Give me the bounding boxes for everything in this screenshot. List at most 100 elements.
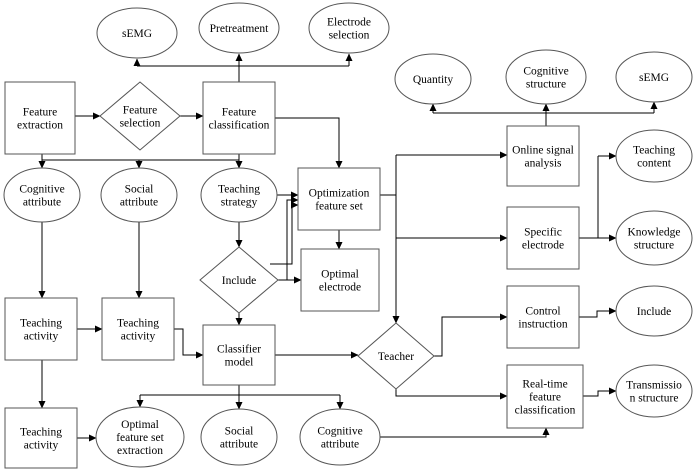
edges-layer	[38, 53, 658, 442]
node-label-line: model	[225, 357, 254, 369]
node-label-line: Teaching	[633, 145, 675, 157]
node-label-line: Cognitive	[523, 66, 568, 78]
node-label-line: Online signal	[512, 145, 574, 157]
node-label-line: electrode	[319, 282, 361, 294]
node-label-line: Real-time	[522, 379, 567, 391]
node-label-line: selection	[120, 118, 161, 130]
edge-ta2-cm	[174, 328, 204, 359]
node-semg-right: sEMG	[615, 51, 693, 103]
edge-cab-rt	[380, 427, 550, 438]
node-teacher: Teacher	[357, 322, 435, 390]
node-shape	[4, 297, 78, 361]
node-shape	[506, 206, 580, 270]
node-shape	[615, 51, 693, 103]
node-label-line: Feature	[123, 105, 157, 117]
edge-inc-opt-a	[278, 196, 299, 281]
node-label-line: sEMG	[122, 28, 152, 40]
edge-rt-ts	[583, 387, 617, 397]
node-shape	[506, 285, 580, 349]
node-shape	[505, 49, 587, 105]
node-label-line: activity	[121, 331, 156, 343]
node-shape	[506, 364, 584, 429]
node-label-line: Teaching	[218, 184, 260, 196]
node-label-line: feature	[529, 392, 561, 404]
node-label-line: structure	[526, 79, 566, 91]
node-label-line: Optimal	[121, 419, 159, 431]
node-label-line: Electrode	[327, 17, 371, 29]
node-label-line: n structure	[630, 393, 679, 405]
node-label-line: Optimal	[321, 269, 359, 281]
node-shape	[300, 248, 380, 312]
node-label-line: sEMG	[639, 72, 669, 84]
node-label-line: activity	[24, 440, 59, 452]
node-label-line: electrode	[522, 240, 564, 252]
node-shape	[99, 81, 181, 151]
node-shape	[202, 324, 276, 386]
node-label-line: Teaching	[20, 427, 62, 439]
node-shape	[357, 322, 435, 390]
node-include-right: Include	[615, 285, 693, 337]
node-shape	[202, 81, 276, 155]
edge-inc-opt-b	[270, 201, 299, 265]
node-label-line: Social	[125, 184, 154, 196]
node-label-line: Quantity	[413, 74, 453, 86]
node-label-line: classification	[515, 405, 576, 417]
node-shape	[394, 53, 472, 105]
node-shape	[615, 129, 693, 183]
node-label-line: extraction	[17, 120, 63, 132]
node-shape	[200, 167, 278, 223]
node-label-line: Teacher	[378, 351, 414, 363]
node-quantity: Quantity	[394, 53, 472, 105]
edge-ci-inc	[579, 307, 617, 318]
node-shape	[615, 210, 693, 266]
node-label-line: feature set	[116, 432, 164, 444]
node-label-line: instruction	[518, 319, 567, 331]
node-shape	[4, 407, 78, 469]
edge-fc-opt	[275, 117, 343, 169]
node-shape	[4, 81, 76, 155]
node-label-line: Teaching	[20, 318, 62, 330]
node-label-line: Specific	[524, 227, 562, 239]
node-label-line: feature set	[315, 201, 363, 213]
node-pretreatment: Pretreatment	[198, 2, 280, 54]
edge-t-ci	[434, 313, 508, 357]
node-label-line: extraction	[117, 445, 163, 457]
node-label-line: selection	[329, 30, 370, 42]
node-shape	[96, 7, 178, 59]
node-label-line: strategy	[221, 197, 258, 209]
node-shape	[506, 125, 580, 187]
edge-t-rt	[395, 389, 508, 400]
node-label-line: classification	[209, 120, 270, 132]
node-label-line: Pretreatment	[210, 23, 270, 35]
node-label-line: attribute	[321, 439, 359, 451]
node-label-line: activity	[24, 331, 59, 343]
node-label-line: attribute	[220, 439, 258, 451]
node-shape	[308, 2, 390, 54]
node-label-line: analysis	[524, 158, 562, 170]
node-shape	[615, 285, 693, 337]
node-shape	[100, 167, 178, 223]
node-include-diamond: Include	[199, 246, 279, 314]
node-shape	[95, 406, 185, 468]
node-label-line: Include	[222, 275, 256, 287]
node-label-line: Optimization	[309, 188, 370, 200]
